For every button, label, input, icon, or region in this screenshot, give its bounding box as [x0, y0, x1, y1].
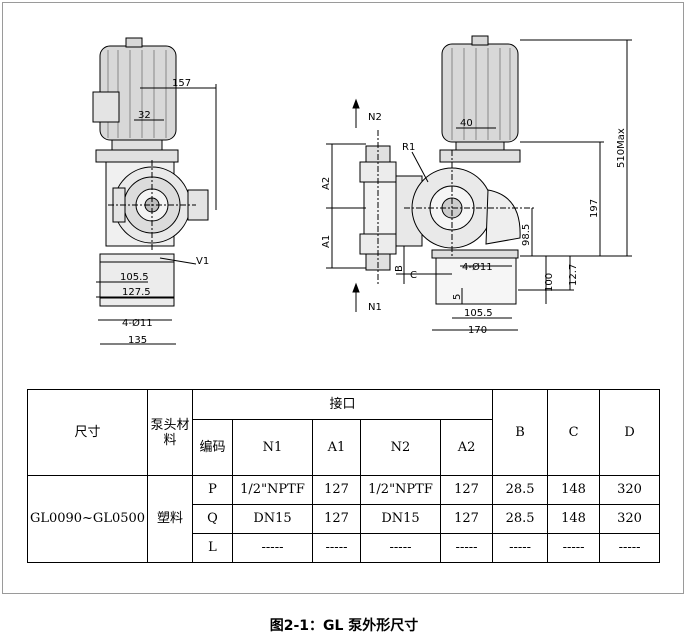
- code-cell: Q: [192, 504, 233, 534]
- c-cell: 148: [547, 504, 601, 534]
- header-a1: A1: [312, 419, 361, 476]
- dim-127-5: 127.5: [122, 287, 151, 298]
- dim-100: 100: [544, 273, 555, 292]
- table-row: L ----- ----- ----- ----- ----- ----- --…: [28, 533, 661, 563]
- a1-cell: 127: [312, 504, 361, 534]
- d-cell: 320: [599, 475, 661, 505]
- dim-98-5: 98.5: [521, 224, 532, 246]
- dim-4-holes-left: 4-Ø11: [122, 317, 153, 329]
- code-cell: P: [192, 475, 233, 505]
- callout-n1: N1: [368, 302, 382, 313]
- b-cell: 28.5: [492, 475, 549, 505]
- right-view: [326, 35, 632, 331]
- header-a2: A2: [439, 419, 494, 476]
- header-n2: N2: [360, 419, 441, 476]
- header-size: 尺寸: [27, 389, 148, 476]
- b-cell: 28.5: [492, 504, 549, 534]
- callout-a1: A1: [321, 235, 332, 248]
- a1-cell: 127: [312, 475, 361, 505]
- code-cell: L: [192, 533, 233, 563]
- b-cell: -----: [492, 533, 549, 563]
- header-port-group: 接口: [191, 389, 494, 420]
- dim-135: 135: [128, 335, 147, 346]
- table-row: Q DN15 127 DN15 127 28.5 148 320: [28, 504, 661, 534]
- header-code: 编码: [192, 419, 233, 476]
- dim-32: 32: [138, 110, 151, 121]
- dim-12-7: 12.7: [568, 264, 579, 286]
- dimension-table: 尺寸 泵头材料 接口 B C D 编码 N1 A1 N2 A2 GL0090~G…: [27, 389, 661, 563]
- dim-510max: 510Max: [616, 128, 627, 168]
- d-cell: -----: [599, 533, 661, 563]
- dim-b: B: [394, 265, 405, 272]
- n1-cell: -----: [232, 533, 313, 563]
- n1-cell: 1/2"NPTF: [232, 475, 313, 505]
- dim-157: 157: [172, 78, 191, 89]
- callout-v1: V1: [196, 256, 209, 267]
- dim-5: 5: [452, 294, 463, 300]
- n2-cell: -----: [360, 533, 441, 563]
- a2-cell: 127: [439, 475, 494, 505]
- header-n1: N1: [232, 419, 313, 476]
- dim-170: 170: [468, 325, 487, 336]
- c-cell: 148: [547, 475, 601, 505]
- header-b: B: [492, 389, 549, 476]
- header-c: C: [547, 389, 601, 476]
- n1-cell: DN15: [232, 504, 313, 534]
- callout-r1: R1: [402, 142, 415, 153]
- model-cell: GL0090~GL0500: [27, 475, 148, 563]
- header-material: 泵头材料: [147, 389, 193, 476]
- left-view: [92, 37, 217, 345]
- dim-197: 197: [589, 199, 600, 218]
- header-d: D: [599, 389, 661, 476]
- n2-cell: DN15: [360, 504, 441, 534]
- dim-105-5-right: 105.5: [464, 308, 493, 319]
- callout-n2: N2: [368, 112, 382, 123]
- dim-40: 40: [460, 118, 473, 129]
- table-row: GL0090~GL0500 塑料 P 1/2"NPTF 127 1/2"NPTF…: [27, 475, 661, 563]
- a2-cell: -----: [439, 533, 494, 563]
- pump-dimension-drawing: 157 32 105.5 127.5 4-Ø11 135 V1 40 510Ma…: [92, 35, 632, 346]
- c-cell: -----: [547, 533, 601, 563]
- dim-c: C: [410, 270, 417, 281]
- material-cell: 塑料: [147, 475, 193, 563]
- callout-a2: A2: [321, 177, 332, 190]
- figure-frame: [2, 2, 684, 594]
- d-cell: 320: [599, 504, 661, 534]
- dim-105-5: 105.5: [120, 272, 149, 283]
- n2-cell: 1/2"NPTF: [360, 475, 441, 505]
- dim-4-holes-right: 4-Ø11: [462, 261, 493, 273]
- a2-cell: 127: [439, 504, 494, 534]
- a1-cell: -----: [312, 533, 361, 563]
- figure-caption: 图2-1：GL 泵外形尺寸: [269, 618, 419, 634]
